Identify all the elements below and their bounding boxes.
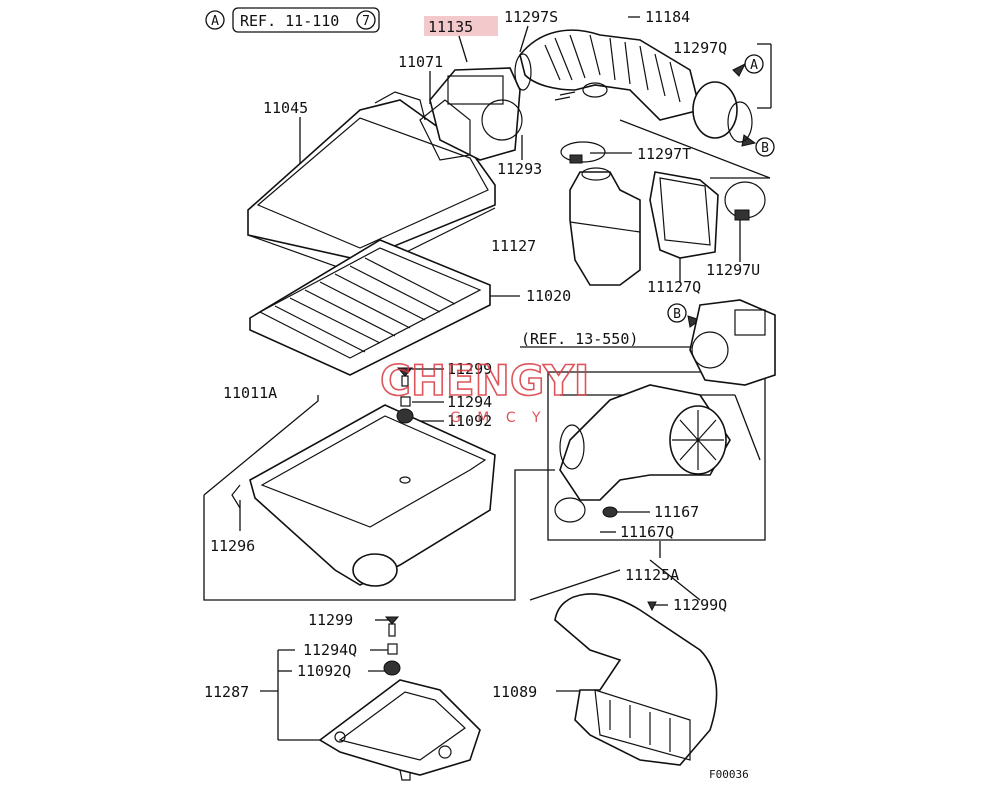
- label-11299q: 11299Q: [673, 596, 727, 614]
- label-11287: 11287: [204, 683, 249, 701]
- ref-number-circle: [356, 10, 376, 30]
- arrow-b-icon: [741, 134, 757, 147]
- label-11294q: 11294Q: [303, 641, 357, 659]
- air-cleaner-housing: [231, 404, 496, 587]
- figure-code: F00036: [709, 768, 749, 781]
- intake-duct: [554, 384, 731, 523]
- callout-b-circle: [755, 137, 775, 157]
- label-11092q: 11092Q: [297, 662, 351, 680]
- label-11045: 11045: [263, 99, 308, 117]
- frame-intake: [547, 371, 766, 541]
- label-11299: 11299: [447, 360, 492, 378]
- callout-b: B: [761, 141, 769, 156]
- resonator-q: [649, 171, 719, 259]
- label-11127: 11127: [491, 237, 536, 255]
- ref-text: REF. 11-110: [240, 12, 339, 30]
- air-duct-lower: [554, 593, 718, 766]
- label-11089: 11089: [492, 683, 537, 701]
- bolt-grommet-lower: [383, 616, 401, 676]
- frame-housing: [203, 469, 555, 601]
- hose-clamps: [514, 53, 766, 221]
- label-11167q: 11167Q: [620, 523, 674, 541]
- label-11135: 11135: [428, 18, 473, 36]
- ref-number: 7: [362, 14, 370, 29]
- label-11092: 11092: [447, 412, 492, 430]
- throttle-body: [689, 299, 776, 386]
- watermark-sub: G M C Y: [450, 410, 547, 426]
- part-labels: 11135 11297S 11184 11071 11297Q 11045 11…: [204, 8, 760, 781]
- resonator: [569, 167, 641, 286]
- label-11297s: 11297S: [504, 8, 558, 26]
- label-ref-13-550: (REF. 13-550): [521, 330, 638, 348]
- header-reference: A REF. 11-110 7: [205, 7, 380, 33]
- label-11071: 11071: [398, 53, 443, 71]
- callout-b-mid: B: [673, 307, 681, 322]
- label-11020: 11020: [526, 287, 571, 305]
- intake-hose: [519, 29, 753, 143]
- label-11297u: 11297U: [706, 261, 760, 279]
- callout-letter: A: [211, 14, 219, 29]
- label-11297t: 11297T: [637, 145, 691, 163]
- arrow-a-icon: [732, 62, 747, 77]
- airflow-sensor: [419, 67, 523, 161]
- label-11184: 11184: [645, 8, 690, 26]
- label-11293: 11293: [497, 160, 542, 178]
- mounting-bracket: [318, 679, 481, 781]
- bolt-grommet-upper: [396, 367, 414, 424]
- callout-circle-a: [205, 10, 225, 30]
- label-11125a: 11125A: [625, 566, 679, 584]
- air-filter-element: [249, 239, 491, 376]
- label-highlight: [424, 16, 498, 36]
- callout-a: A: [750, 58, 758, 73]
- label-11297q-top: 11297Q: [673, 39, 727, 57]
- label-11127q: 11127Q: [647, 278, 701, 296]
- group-frames: [203, 371, 766, 601]
- watermark-main: CHENGYI: [380, 356, 589, 405]
- label-11167: 11167: [654, 503, 699, 521]
- callout-b-mid-circle: [667, 303, 687, 323]
- ref-box: [232, 7, 380, 33]
- watermark: CHENGYI G M C Y: [379, 355, 590, 426]
- callout-markers: A B B: [667, 54, 775, 328]
- label-11011a: 11011A: [223, 384, 277, 402]
- label-11294: 11294: [447, 393, 492, 411]
- label-11296: 11296: [210, 537, 255, 555]
- label-11299-lower: 11299: [308, 611, 353, 629]
- arrow-b-mid-icon: [687, 315, 702, 328]
